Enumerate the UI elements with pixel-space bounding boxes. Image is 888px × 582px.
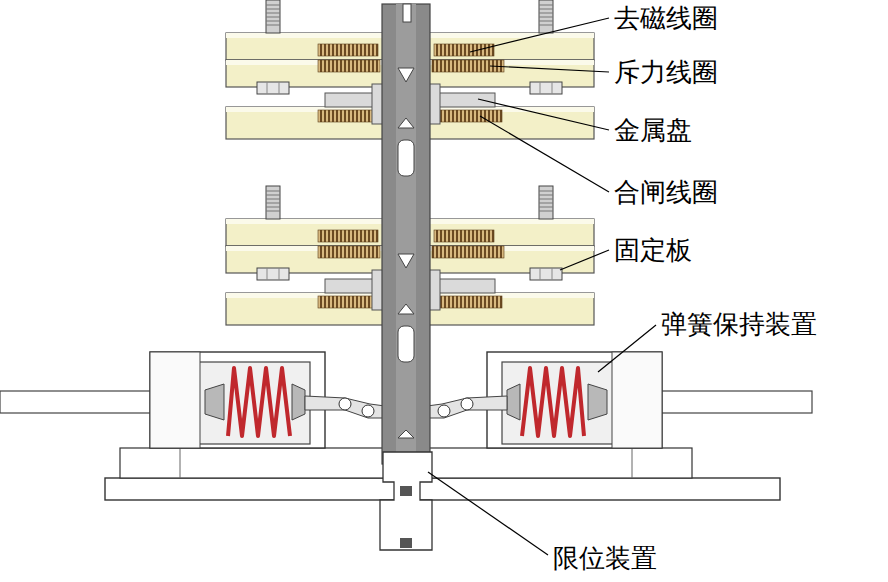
callout-label: 斥力线圈 [614,58,718,87]
callout-label: 合闸线圈 [614,178,718,207]
callout-label: 弹簧保持装置 [661,310,817,339]
callout-label: 去磁线圈 [614,4,718,33]
callout-label: 固定板 [614,236,692,265]
callout-label: 金属盘 [614,116,692,145]
callout-label: 限位装置 [553,544,657,573]
